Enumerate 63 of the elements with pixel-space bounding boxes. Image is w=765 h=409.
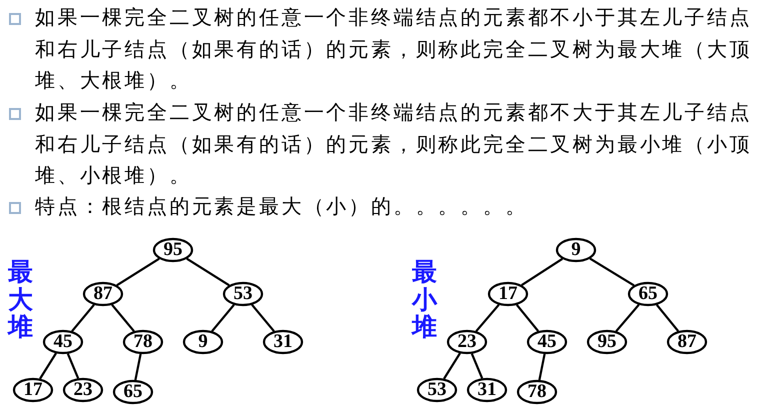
node-value: 87	[676, 330, 698, 354]
tree-node-ellipse	[263, 330, 303, 354]
tree-node-ellipse	[467, 378, 507, 402]
connector-line	[186, 258, 230, 286]
node-value: 45	[536, 330, 558, 354]
connector-line	[615, 304, 640, 332]
connector-line	[116, 258, 160, 286]
node-value: 17	[498, 282, 518, 306]
node-value: 23	[72, 378, 94, 402]
tree-node-ellipse	[153, 238, 193, 262]
tree-node-ellipse	[517, 380, 557, 404]
tree-node-ellipse	[113, 380, 153, 404]
connector-line	[443, 352, 461, 380]
connector-line	[66, 353, 80, 379]
connector-line	[39, 352, 57, 380]
node-value: 31	[272, 330, 294, 354]
tree-node-ellipse	[417, 378, 457, 402]
connector-line	[656, 304, 680, 332]
connector-line	[211, 304, 235, 332]
tree-node-ellipse	[13, 378, 53, 402]
node-value: 65	[122, 380, 144, 404]
connector-line	[521, 258, 563, 286]
connector-line	[516, 304, 540, 332]
node-value: 53	[232, 282, 254, 306]
node-value: 87	[92, 282, 114, 306]
node-value: 78	[132, 330, 154, 354]
connector-line	[589, 258, 635, 286]
node-value: 45	[52, 330, 74, 354]
bullet-paragraph: 特点：根结点的元素是最大（小）的。。。。。。	[35, 193, 529, 220]
tree-node-ellipse	[223, 282, 263, 306]
bullet-paragraph: 如果一棵完全二叉树的任意一个非终端结点的元素都不小于其左儿子结点和右儿子结点（如果有的话）的元素，则称此完全二叉树为最大堆（大顶堆、大根堆）。	[35, 4, 753, 94]
node-value: 53	[426, 378, 448, 402]
tree-node-ellipse	[63, 378, 103, 402]
node-value: 23	[456, 330, 478, 354]
connector-line	[111, 304, 135, 332]
node-value: 95	[596, 330, 618, 354]
tree-node-ellipse	[628, 282, 668, 306]
node-value: 9	[570, 238, 582, 262]
tree-node-ellipse	[43, 330, 83, 354]
node-value: 31	[476, 378, 498, 402]
connector-line	[134, 354, 142, 380]
tree-node-ellipse	[488, 282, 528, 306]
heap-type-label: 最小堆	[412, 258, 437, 340]
tree-node-ellipse	[123, 330, 163, 354]
tree-node-ellipse	[556, 238, 596, 262]
connector-line	[251, 304, 275, 332]
heap-type-label: 最大堆	[8, 258, 33, 340]
node-value: 65	[638, 282, 658, 306]
node-value: 9	[197, 330, 209, 354]
tree-node-ellipse	[447, 330, 487, 354]
tree-node-ellipse	[667, 330, 707, 354]
tree-node-ellipse	[183, 330, 223, 354]
node-value: 78	[526, 380, 548, 404]
tree-node-ellipse	[587, 330, 627, 354]
tree-node-ellipse	[83, 282, 123, 306]
connector-line	[538, 354, 546, 380]
tree-node-ellipse	[527, 330, 567, 354]
node-value: 95	[162, 238, 184, 262]
connector-line	[470, 353, 484, 379]
connector-line	[71, 304, 95, 332]
node-value: 17	[22, 378, 44, 402]
bullet-paragraph: 如果一棵完全二叉树的任意一个非终端结点的元素都不大于其左儿子结点和右儿子结点（如果有的话）的元素，则称此完全二叉树为最小堆（小顶堆、小根堆）。	[35, 99, 753, 189]
connector-line	[475, 304, 500, 332]
